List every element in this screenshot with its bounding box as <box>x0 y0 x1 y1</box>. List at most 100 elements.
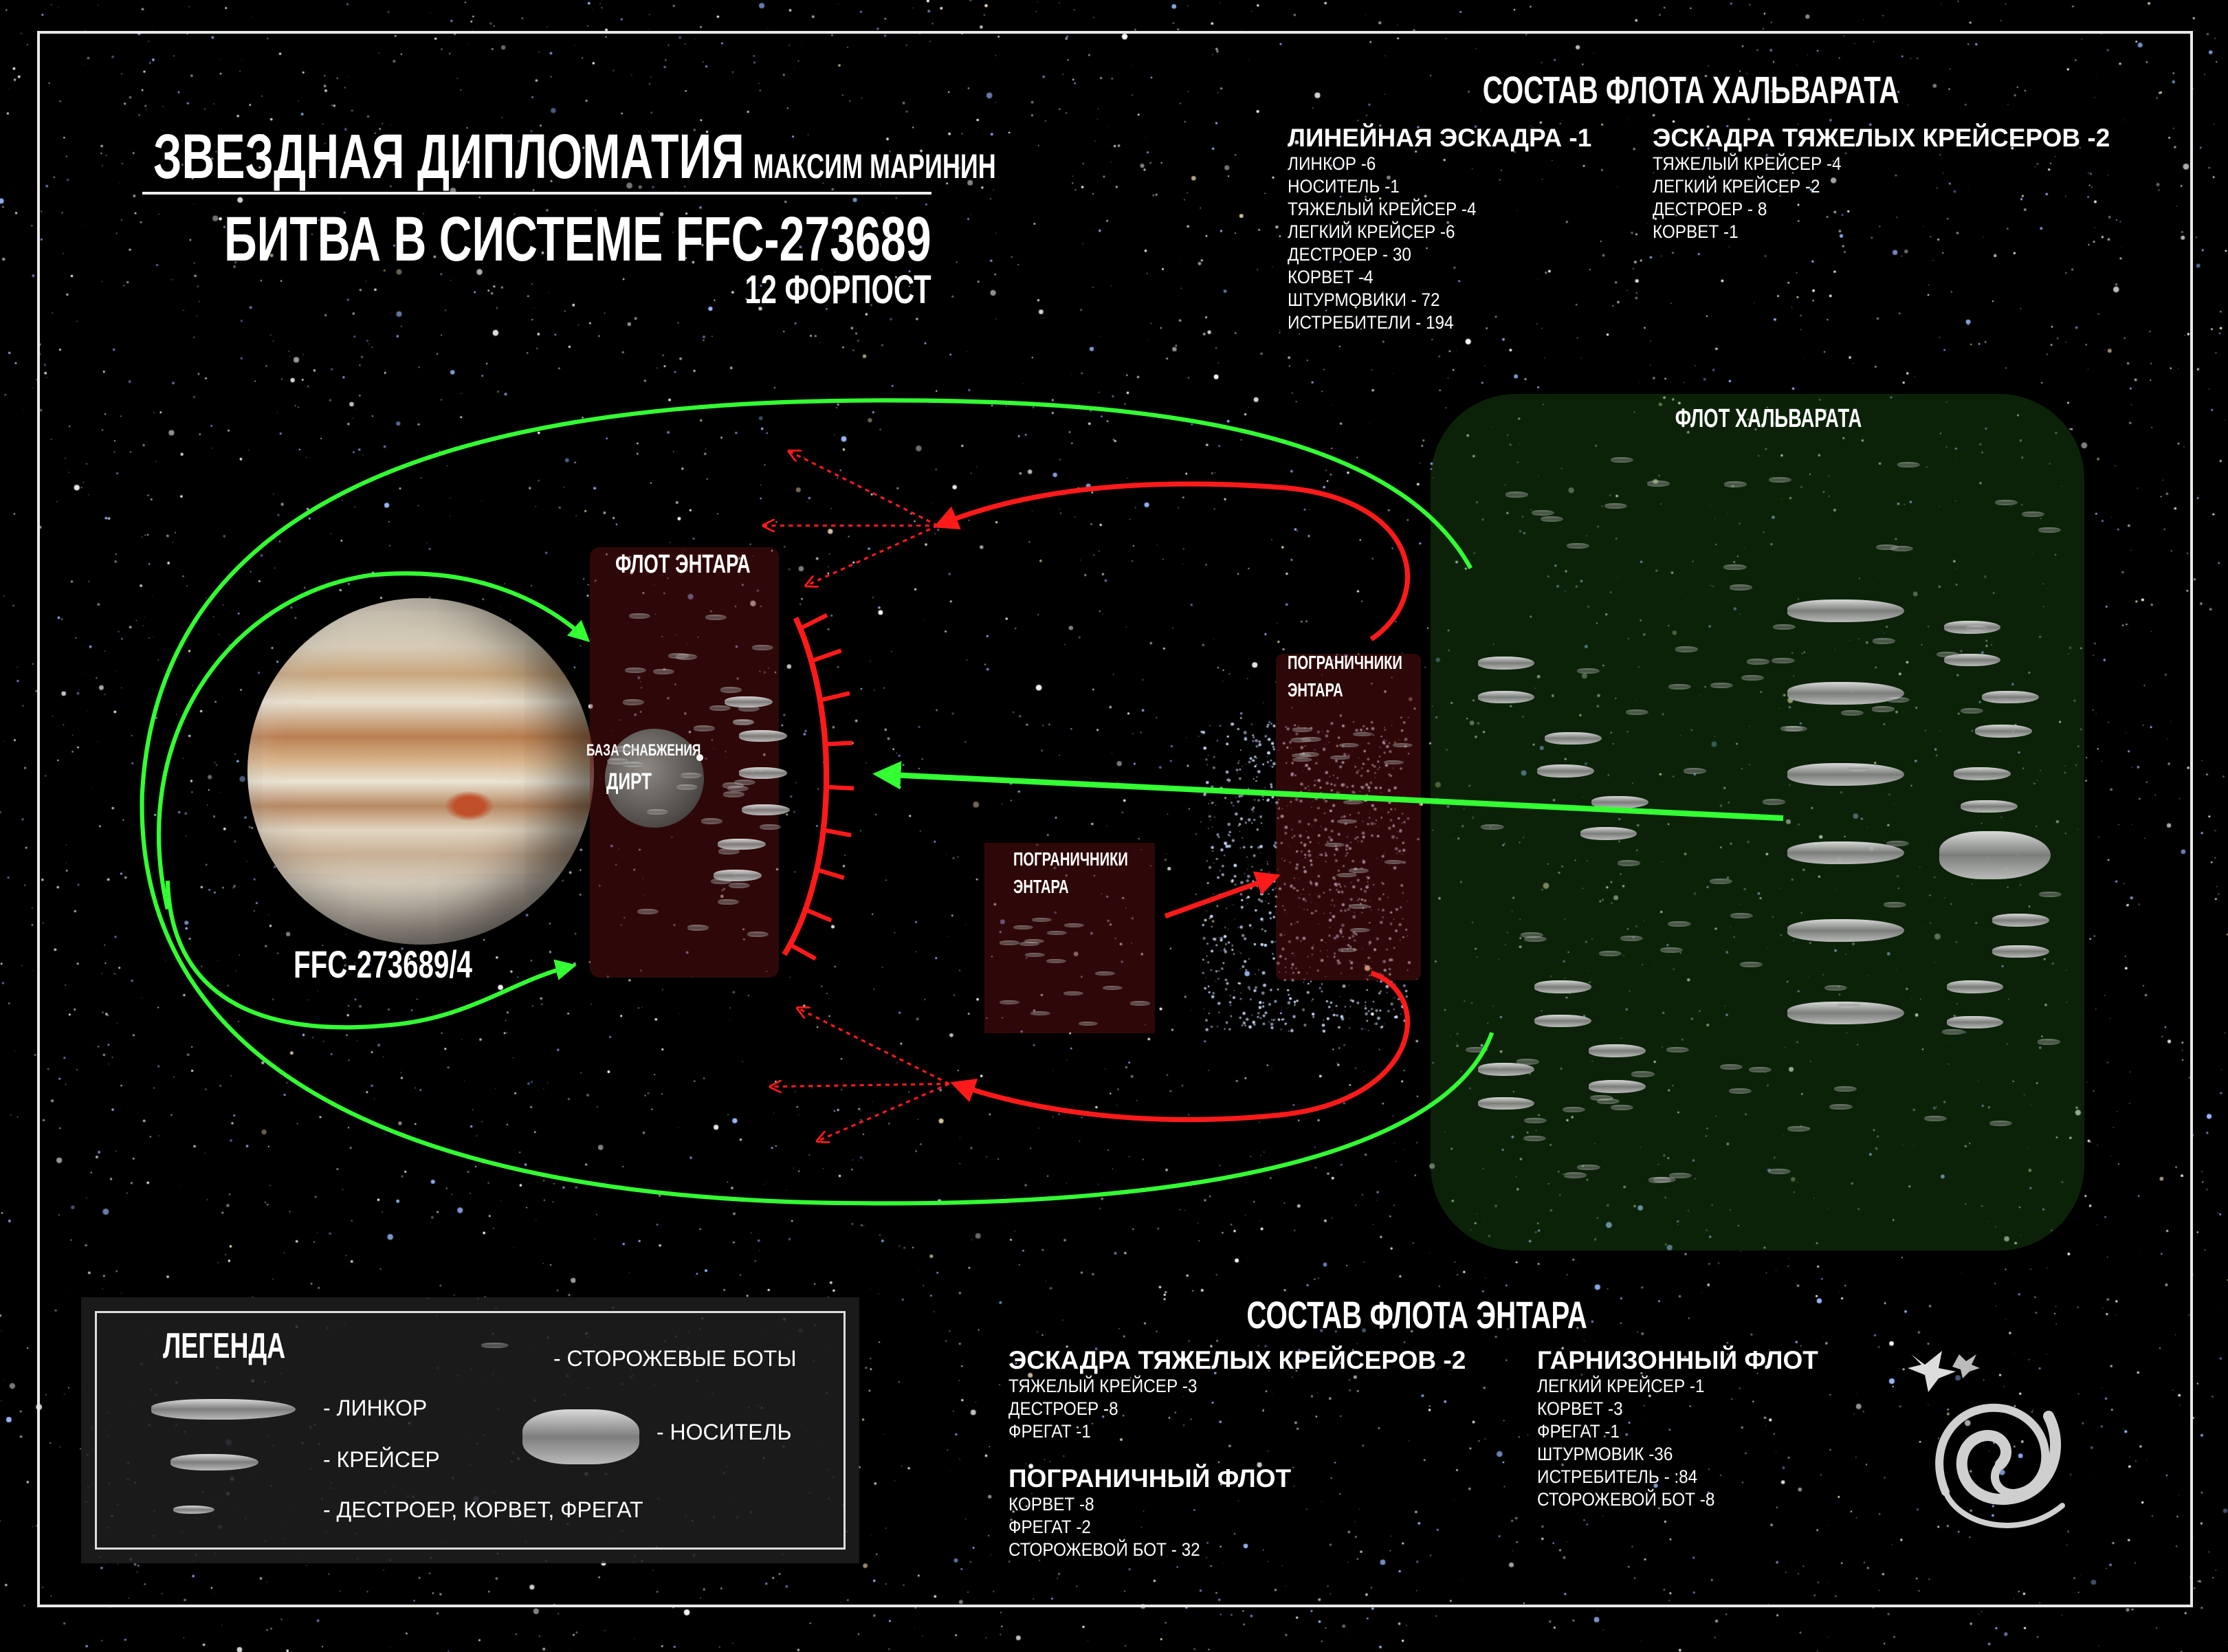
entar-small-ship-marker <box>681 772 703 778</box>
guard-bot-marker <box>1024 952 1045 957</box>
border-guards-zone-1 <box>984 843 1155 1033</box>
small-ship-marker <box>1516 1059 1539 1065</box>
group-item: КОРВЕТ -8 <box>1008 1494 1094 1515</box>
entar-cruiser-marker <box>738 730 788 742</box>
group-heading: ГАРНИЗОННЫЙ ФЛОТ <box>1537 1346 1818 1374</box>
small-ship-marker <box>1577 1164 1600 1170</box>
supply-base-marker <box>696 754 703 761</box>
guard-bot-marker <box>1350 927 1371 933</box>
group-heading: ЭСКАДРА ТЯЖЕЛЫХ КРЕЙСЕРОВ -2 <box>1008 1346 1466 1374</box>
cruiser-marker <box>1591 795 1648 809</box>
guard-bot-marker <box>1094 971 1115 976</box>
guard-bot-marker <box>1393 742 1413 747</box>
small-ship-marker <box>1523 1135 1547 1142</box>
legend-guard-bots: - СТОРОЖЕВЫЕ БОТЫ <box>553 1346 797 1371</box>
small-ship-marker <box>1741 675 1764 681</box>
entar-small-ship-marker <box>676 784 698 791</box>
halvarat-composition-title-text: СОСТАВ ФЛОТА ХАЛЬВАРАТА <box>1483 68 1899 111</box>
legend-battleship: - ЛИНКОР <box>323 1396 428 1420</box>
entar-cruiser-marker <box>738 767 788 779</box>
small-ship-marker <box>1961 707 1984 714</box>
entar-small-ship-marker <box>747 931 769 938</box>
guard-bot-marker <box>1324 842 1345 847</box>
green-flank-arrow-top <box>156 571 591 910</box>
group-item: ТЯЖЕЛЫЙ КРЕЙСЕР -4 <box>1288 199 1477 219</box>
guard-bot-marker <box>1030 1011 1050 1015</box>
legend-border <box>95 1311 846 1550</box>
group-item: ЛЕГКИЙ КРЕЙСЕР -2 <box>1653 176 1820 197</box>
red-counterattack-arrow-top <box>933 481 1411 641</box>
entar-small-ship-marker <box>646 808 668 815</box>
entar-small-ship-marker <box>718 848 740 855</box>
guard-bot-marker <box>1019 941 1039 947</box>
small-ship-marker <box>1576 668 1600 674</box>
guard-bot-marker <box>1063 991 1084 996</box>
small-ship-marker <box>1541 516 1564 522</box>
guard-bot-marker <box>1338 742 1359 747</box>
green-main-attack-arrow <box>872 761 1784 822</box>
small-ship-marker <box>1646 481 1670 487</box>
carrier-icon <box>522 1409 639 1464</box>
small-ship-marker <box>1666 1046 1689 1053</box>
battleship-icon <box>151 1399 296 1420</box>
cruiser-marker <box>1975 725 2032 738</box>
guard-bot-marker <box>1292 753 1312 758</box>
small-ship-marker <box>1876 544 1899 551</box>
cruiser-marker <box>1946 980 2004 993</box>
entar-small-ship-marker <box>751 645 773 651</box>
small-ship-marker <box>1520 932 1543 938</box>
entar-small-ship-marker <box>653 668 675 675</box>
group-item: СТОРОЖЕВОЙ БОТ - 32 <box>1008 1539 1200 1560</box>
entar-fleet-label: ФЛОТ ЭНТАРА <box>615 550 803 580</box>
entar-small-ship-marker <box>705 614 727 620</box>
group-item: ФРЕГАТ -1 <box>1008 1421 1091 1442</box>
small-ship-marker <box>1730 912 1754 918</box>
red-defense-line <box>782 617 830 956</box>
battleship-marker <box>1787 841 1904 864</box>
guard-bot-marker <box>1330 756 1351 760</box>
small-ship-marker <box>1833 1086 1857 1092</box>
guard-bot-marker <box>1299 752 1320 757</box>
small-ship-marker <box>1668 683 1691 690</box>
small-ship-marker <box>1886 840 1910 846</box>
entar-small-ship-marker <box>637 908 659 914</box>
battleship-marker <box>1787 762 1904 786</box>
guard-bot-marker <box>1384 859 1404 864</box>
guard-bot-marker <box>1102 986 1123 991</box>
small-ship-marker <box>1872 706 1895 712</box>
author-name: МАКСИМ МАРИНИН <box>753 147 996 186</box>
halvarat-fleet-label-text: ФЛОТ ХАЛЬВАРАТА <box>1675 404 1862 433</box>
entar-small-ship-marker <box>717 899 739 905</box>
planet-name-text: FFC-273689/4 <box>294 943 472 986</box>
small-ship-marker <box>1723 564 1747 571</box>
small-ship-marker <box>1523 936 1547 943</box>
small-ship-marker <box>1728 1088 1752 1094</box>
entar-cruiser-marker <box>713 870 762 881</box>
cruiser-marker <box>1477 690 1535 704</box>
small-ship-marker <box>1710 683 1734 689</box>
guard-bot-marker <box>1384 760 1404 765</box>
group-item: ИСТРЕБИТЕЛИ - 194 <box>1288 312 1454 333</box>
guard-bot-marker <box>1129 1001 1150 1006</box>
supply-base-text: БАЗА СНАБЖЕНИЯ <box>586 741 701 760</box>
small-ship-marker <box>2038 527 2062 533</box>
group-item: ШТУРМОВИК -36 <box>1537 1444 1673 1464</box>
guard-bot-marker <box>1290 738 1311 742</box>
guard-bot-marker <box>1348 868 1369 873</box>
small-ship-marker <box>1772 624 1796 630</box>
battleship-marker <box>1787 919 1904 943</box>
entar-small-ship-marker <box>733 720 755 726</box>
entar-cruiser-marker <box>717 838 766 850</box>
green-flank-arrow-bottom <box>165 880 577 1030</box>
small-ship-marker <box>1648 1177 1671 1183</box>
small-ship-marker <box>1599 950 1622 956</box>
legend-small-ships: - ДЕСТРОЕР, КОРВЕТ, ФРЕГАТ <box>323 1497 643 1522</box>
cruiser-marker <box>1982 690 2040 704</box>
entar-small-ship-marker <box>727 785 749 792</box>
chapter-label: 12 ФОРПОСТ <box>672 267 931 313</box>
title-divider <box>142 192 931 195</box>
